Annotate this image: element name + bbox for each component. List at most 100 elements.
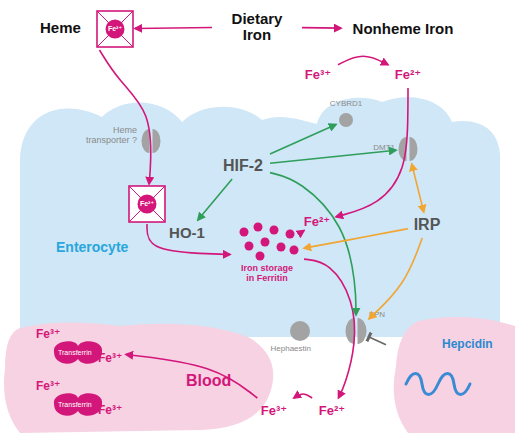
blood-region: BloodFe³⁺TransferrinFe³⁺Fe³⁺TransferrinF…	[0, 318, 280, 433]
transferrin-protein: Fe³⁺ Transferrin Fe³⁺	[36, 380, 124, 422]
channel-half	[410, 137, 418, 161]
transporter-symbol-text: Heme transporter ?	[75, 126, 137, 146]
transferrin-protein-text: Fe³⁺	[98, 404, 122, 417]
transferrin-shape	[54, 341, 102, 364]
cell-cloud	[20, 97, 500, 337]
heme-box-text: Fe²⁺	[104, 25, 126, 33]
cloud-outline	[12, 92, 502, 337]
reductase-circle: CYBRD1	[338, 112, 354, 128]
cell-region: Enterocyte CYBRD1Heme transporter ? DMT1HI…	[12, 92, 502, 337]
ferritin-dot	[254, 223, 263, 232]
transporter-symbol: DMT1	[398, 136, 418, 162]
source-label: Nonheme Iron	[343, 18, 463, 40]
ferritin-dot	[290, 246, 299, 255]
oxidase-circle-text: Hephaestin	[271, 345, 311, 354]
source-label-text: Dietary Iron	[222, 11, 292, 44]
channel-half	[142, 129, 150, 153]
ion-label-text: Fe²⁺	[319, 404, 345, 418]
heme-box: Heme Fe²⁺	[40, 10, 133, 48]
heme-box-text: Heme	[40, 20, 81, 37]
transporter-symbol: FPN	[345, 317, 367, 345]
enzyme-label: HO-1	[166, 222, 208, 244]
ferritin-dot	[277, 243, 286, 252]
ferritin-store: Iron storage in Ferritin	[232, 222, 302, 288]
ferritin-dot	[256, 252, 265, 261]
arrow-connector	[299, 231, 304, 234]
peptide-coil	[406, 374, 470, 395]
transporter-outline	[398, 136, 418, 162]
channel-half	[358, 318, 367, 344]
arrow-connector	[198, 179, 232, 220]
source-label: Dietary Iron	[214, 6, 300, 48]
hormone-region: Hepcidin	[388, 316, 515, 433]
heme-box: Fe²⁺	[129, 186, 165, 222]
transferrin-protein: Fe³⁺ Transferrin Fe³⁺	[36, 328, 124, 370]
transporter-symbol: Heme transporter ?	[141, 128, 161, 154]
circle-outline	[289, 320, 311, 342]
blood-blob	[4, 322, 273, 433]
ion-label-text: Fe³⁺	[261, 404, 287, 418]
ferritin-dot	[270, 226, 279, 235]
factor-label-text: IRP	[414, 216, 441, 234]
arrow-connector	[338, 56, 388, 65]
arrow-connector	[336, 88, 408, 217]
ferritin-dot	[261, 238, 270, 247]
source-label-text: Nonheme Iron	[353, 21, 454, 38]
factor-label: IRP	[410, 214, 444, 236]
factor-label-text: HIF-2	[223, 157, 263, 175]
ion-label: Fe³⁺	[300, 64, 336, 86]
arrow-connector	[270, 124, 336, 153]
hormone-region-text: Hepcidin	[442, 338, 493, 351]
ion-label-text: Fe³⁺	[305, 68, 331, 82]
arrow-connector	[412, 164, 424, 212]
ferritin-dot	[240, 228, 249, 237]
arrow-connector	[126, 354, 257, 398]
blood-region-text: Blood	[186, 372, 231, 390]
ferritin-store-text: Iron storage in Ferritin	[237, 264, 297, 284]
transferrin-protein-text: Fe³⁺	[36, 328, 60, 341]
ferritin-dot	[286, 230, 295, 239]
arrow-connector	[304, 259, 355, 398]
transporter-symbol-text: FPN	[369, 311, 385, 320]
hepcidin-blob	[394, 317, 515, 433]
hepcidin-outline	[388, 316, 515, 433]
transferrin-protein-text: Fe³⁺	[98, 352, 122, 365]
transferrin-shape	[54, 393, 102, 416]
enzyme-label-text: HO-1	[169, 225, 205, 242]
transporter-outline	[345, 317, 367, 345]
circle-outline	[338, 112, 354, 128]
transferrin-protein-text: Transferrin	[58, 349, 92, 357]
heme-square	[97, 11, 133, 47]
heme-box-text: Fe²⁺	[136, 200, 158, 208]
arrow-connector	[302, 27, 341, 29]
arrow-connector	[304, 229, 408, 249]
transferrin-protein-text: Transferrin	[58, 401, 92, 409]
ion-label: Fe²⁺	[390, 64, 426, 86]
arrow-connector	[147, 224, 230, 254]
arrow-connector	[294, 394, 312, 398]
ion-label-text: Fe²⁺	[395, 68, 421, 82]
ferritin-dot	[245, 242, 254, 251]
channel-half	[346, 318, 355, 344]
ion-label-text: Fe²⁺	[304, 215, 330, 229]
cell-region-text: Enterocyte	[56, 240, 128, 255]
arrow-connector	[270, 173, 356, 315]
arrow-connector	[99, 50, 150, 184]
ion-label: Fe³⁺	[256, 400, 292, 422]
heme-square	[129, 186, 165, 222]
channel-half	[399, 137, 407, 161]
arrow-connector	[270, 150, 396, 163]
arrow-connector	[369, 238, 422, 319]
heme-cross	[97, 11, 133, 47]
factor-label: HIF-2	[218, 155, 268, 177]
inhibition-connector	[369, 337, 386, 345]
ion-label: Fe²⁺	[300, 212, 334, 232]
transporter-symbol-text: DMT1	[373, 144, 395, 153]
oxidase-circle: Hephaestin	[289, 320, 311, 342]
transporter-outline	[141, 128, 161, 154]
channel-half	[153, 129, 161, 153]
transferrin-protein-text: Fe³⁺	[36, 380, 60, 393]
